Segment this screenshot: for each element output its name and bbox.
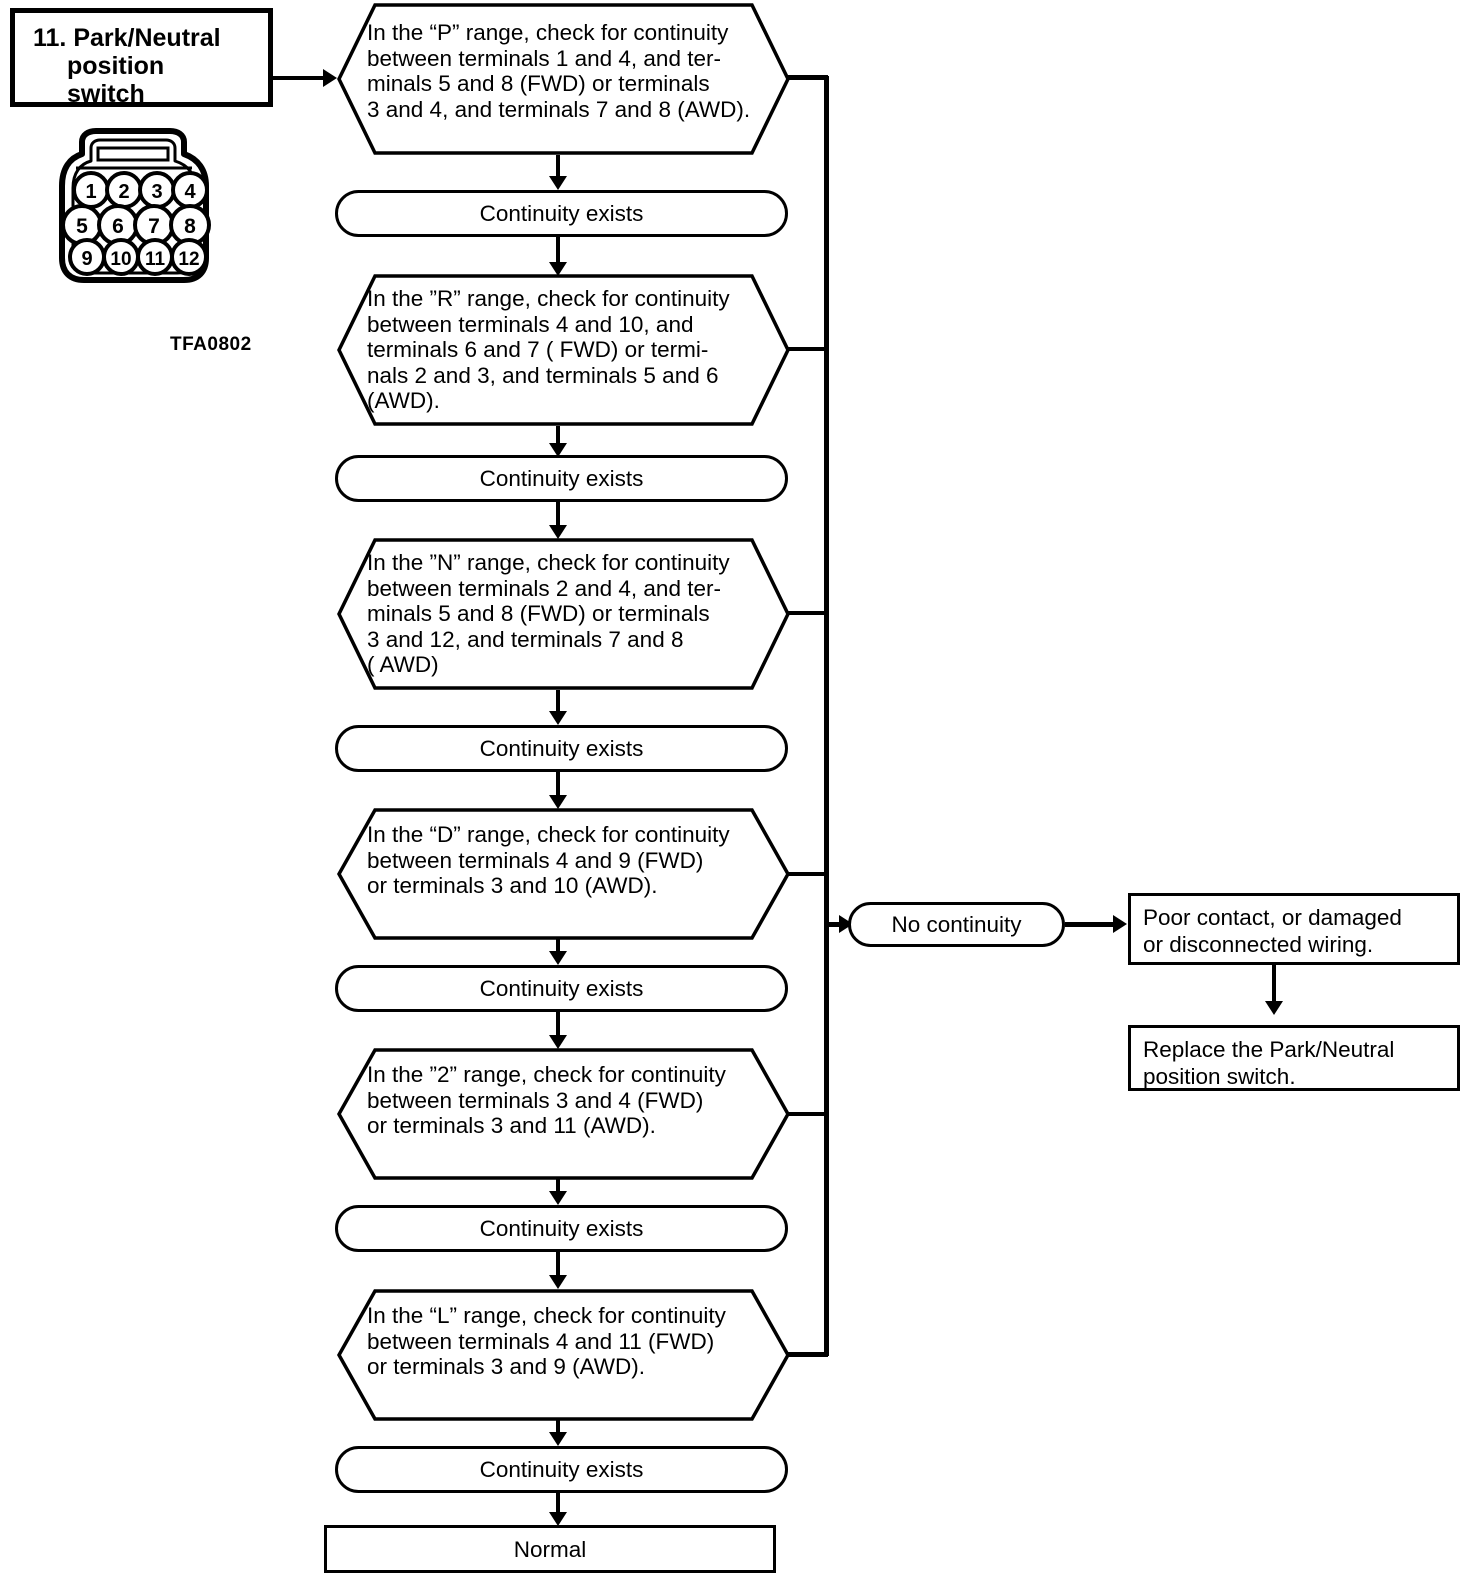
normal-outcome-box: Normal	[324, 1525, 776, 1573]
check-l-text: In the “L” range, check for continuity b…	[367, 1303, 726, 1379]
check-2-hexagon: In the ”2” range, check for continuity b…	[337, 1048, 790, 1180]
connector-check-d-to-continuity-4	[556, 938, 560, 956]
connector-pin-11: 11	[145, 249, 166, 270]
arrowhead-continuity-4-to-check-2	[549, 1035, 567, 1049]
check-p-hexagon: In the “P” range, check for continuity b…	[337, 3, 790, 155]
bus-stub-check-p	[786, 75, 828, 80]
check-p-hexagon-shape	[337, 3, 790, 155]
continuity-exists-1: Continuity exists	[335, 190, 788, 237]
section-title-line-3: switch	[67, 80, 145, 108]
connector-pin-8: 8	[184, 215, 196, 238]
bus-stub-check-r	[786, 347, 828, 351]
no-continuity-label: No continuity	[891, 911, 1022, 937]
connector-title-to-check-p	[273, 76, 325, 80]
fault-cause-label: Poor contact, or damaged or disconnected…	[1143, 905, 1402, 957]
bus-stub-check-n	[786, 611, 828, 615]
check-n-hexagon: In the ”N” range, check for continuity b…	[337, 538, 790, 690]
connector-continuity-1-to-check-r	[556, 237, 560, 267]
continuity-exists-2-label: Continuity exists	[479, 465, 644, 491]
continuity-exists-3: Continuity exists	[335, 725, 788, 772]
connector-pin-5: 5	[76, 215, 88, 238]
connector-continuity-6-to-normal	[556, 1493, 560, 1517]
arrowhead-check-l-to-continuity-6	[549, 1432, 567, 1446]
arrowhead-no-continuity-to-fault	[1113, 915, 1127, 933]
check-n-text: In the ”N” range, check for continuity b…	[367, 550, 730, 677]
connector-pin-12: 12	[178, 249, 199, 270]
connector-pin-1: 1	[85, 181, 96, 203]
continuity-exists-4: Continuity exists	[335, 965, 788, 1012]
check-l-hexagon: In the “L” range, check for continuity b…	[337, 1289, 790, 1421]
arrowhead-continuity-6-to-normal	[549, 1512, 567, 1526]
continuity-exists-3-label: Continuity exists	[479, 735, 644, 761]
connector-svg: 1 2 3 4 5 6 7 8 9 10 11 12	[59, 128, 211, 283]
connector-pin-9: 9	[81, 248, 92, 270]
connector-check-n-to-continuity-3	[556, 690, 560, 716]
remedy-box: Replace the Park/Neutral position switch…	[1128, 1025, 1460, 1091]
connector-no-continuity-to-fault	[1065, 922, 1121, 927]
connector-continuity-2-to-check-n	[556, 502, 560, 530]
check-d-hexagon: In the “D” range, check for continuity b…	[337, 808, 790, 940]
normal-outcome-label: Normal	[513, 1536, 587, 1562]
connector-pin-7: 7	[148, 215, 160, 238]
continuity-exists-5-label: Continuity exists	[479, 1215, 644, 1241]
connector-check-2-to-continuity-5	[556, 1178, 560, 1196]
connector-pin-6: 6	[112, 215, 124, 238]
remedy-label: Replace the Park/Neutral position switch…	[1143, 1037, 1395, 1089]
section-title-line-1: 11. Park/Neutral	[33, 24, 221, 52]
arrowhead-check-p-to-continuity-1	[549, 176, 567, 190]
connector-code-label: TFA0802	[170, 334, 252, 355]
connector-pinout-illustration: 1 2 3 4 5 6 7 8 9 10 11 12	[40, 128, 230, 313]
connector-fault-to-remedy	[1272, 965, 1276, 1007]
arrowhead-continuity-5-to-check-l	[549, 1275, 567, 1289]
arrowhead-fault-to-remedy	[1265, 1001, 1283, 1015]
continuity-exists-2: Continuity exists	[335, 455, 788, 502]
arrowhead-continuity-3-to-check-d	[549, 795, 567, 809]
arrowhead-continuity-2-to-check-n	[549, 525, 567, 539]
connector-check-l-to-continuity-6	[556, 1419, 560, 1437]
continuity-exists-1-label: Continuity exists	[479, 200, 644, 226]
no-continuity-node: No continuity	[848, 902, 1065, 947]
arrowhead-check-2-to-continuity-5	[549, 1191, 567, 1205]
check-2-text: In the ”2” range, check for continuity b…	[367, 1062, 726, 1138]
fault-cause-box: Poor contact, or damaged or disconnected…	[1128, 893, 1460, 965]
connector-check-r-to-continuity-2	[556, 426, 560, 448]
check-r-hexagon-shape	[337, 274, 790, 426]
section-title-box: 11. Park/Neutral position switch	[10, 8, 273, 108]
connector-continuity-4-to-check-2	[556, 1012, 560, 1040]
bus-stub-check-d	[786, 872, 828, 876]
check-p-text: In the “P” range, check for continuity b…	[367, 20, 751, 122]
bus-stub-check-l	[786, 1352, 828, 1357]
check-d-text: In the “D” range, check for continuity b…	[367, 822, 730, 898]
bus-stub-check-2	[786, 1112, 828, 1116]
connector-check-p-to-continuity-1	[556, 155, 560, 179]
no-continuity-bus-line	[824, 76, 829, 1356]
section-title-line-2: position	[67, 52, 165, 80]
arrowhead-continuity-1-to-check-r	[549, 262, 567, 276]
connector-pin-3: 3	[151, 181, 162, 203]
continuity-exists-5: Continuity exists	[335, 1205, 788, 1252]
arrowhead-title-to-check-p	[323, 69, 337, 87]
connector-pin-10: 10	[110, 249, 131, 270]
continuity-exists-4-label: Continuity exists	[479, 975, 644, 1001]
connector-pin-4: 4	[184, 181, 196, 203]
arrowhead-check-n-to-continuity-3	[549, 711, 567, 725]
connector-continuity-3-to-check-d	[556, 772, 560, 800]
check-r-text: In the ”R” range, check for continuity b…	[367, 286, 730, 413]
connector-continuity-5-to-check-l	[556, 1252, 560, 1280]
arrowhead-check-r-to-continuity-2	[549, 443, 567, 457]
check-d-hexagon-shape	[337, 808, 790, 940]
continuity-exists-6: Continuity exists	[335, 1446, 788, 1493]
check-r-hexagon: In the ”R” range, check for continuity b…	[337, 274, 790, 426]
arrowhead-check-d-to-continuity-4	[549, 951, 567, 965]
check-l-hexagon-shape	[337, 1289, 790, 1421]
continuity-exists-6-label: Continuity exists	[479, 1456, 644, 1482]
check-n-hexagon-shape	[337, 538, 790, 690]
connector-pin-2: 2	[118, 181, 129, 203]
check-2-hexagon-shape	[337, 1048, 790, 1180]
